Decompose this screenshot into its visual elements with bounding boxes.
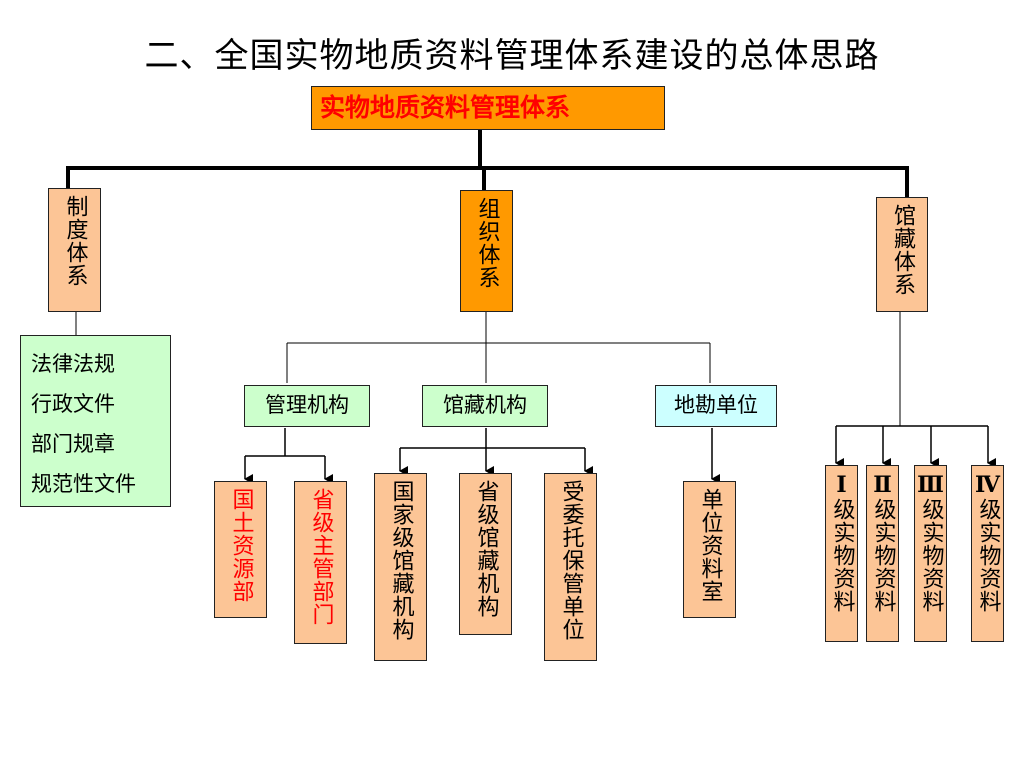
root-node: 实物地质资料管理体系: [311, 86, 665, 130]
repository-unit-node: 馆藏机构: [422, 385, 548, 427]
survey-unit-node: 地勘单位: [655, 385, 777, 427]
law-item: 规范性文件: [31, 472, 136, 496]
page-title: 二、全国实物地质资料管理体系建设的总体思路: [144, 36, 880, 76]
level-3-text: 级实物资料: [918, 498, 944, 613]
level-3-roman: Ⅲ: [917, 472, 944, 498]
level-2-roman: Ⅱ: [869, 472, 896, 498]
law-item: 部门规章: [31, 432, 115, 456]
entrusted-unit-node: 受委托保管单位: [544, 473, 597, 661]
law-item: 法律法规: [31, 352, 115, 376]
level-1-text: 级实物资料: [829, 498, 855, 613]
level-4-text: 级实物资料: [975, 498, 1001, 613]
collection-branch-node: 馆藏体系: [876, 197, 928, 312]
national-repository-node: 国家级馆藏机构: [374, 473, 427, 661]
level-4-roman: Ⅳ: [974, 472, 1001, 498]
level-2-text: 级实物资料: [870, 498, 896, 613]
law-item: 行政文件: [31, 392, 115, 416]
organization-branch-node: 组织体系: [460, 190, 513, 312]
provincial-authority-node: 省级主管部门: [294, 481, 347, 644]
laws-list: 法律法规 行政文件 部门规章 规范性文件: [20, 335, 171, 507]
provincial-repository-node: 省级馆藏机构: [459, 473, 512, 635]
management-unit-node: 管理机构: [244, 385, 370, 427]
unit-archive-room-node: 单位资料室: [683, 481, 736, 618]
ministry-node: 国土资源部: [214, 481, 267, 618]
level-1-roman: Ⅰ: [828, 472, 855, 498]
system-branch-node: 制度体系: [48, 188, 101, 312]
